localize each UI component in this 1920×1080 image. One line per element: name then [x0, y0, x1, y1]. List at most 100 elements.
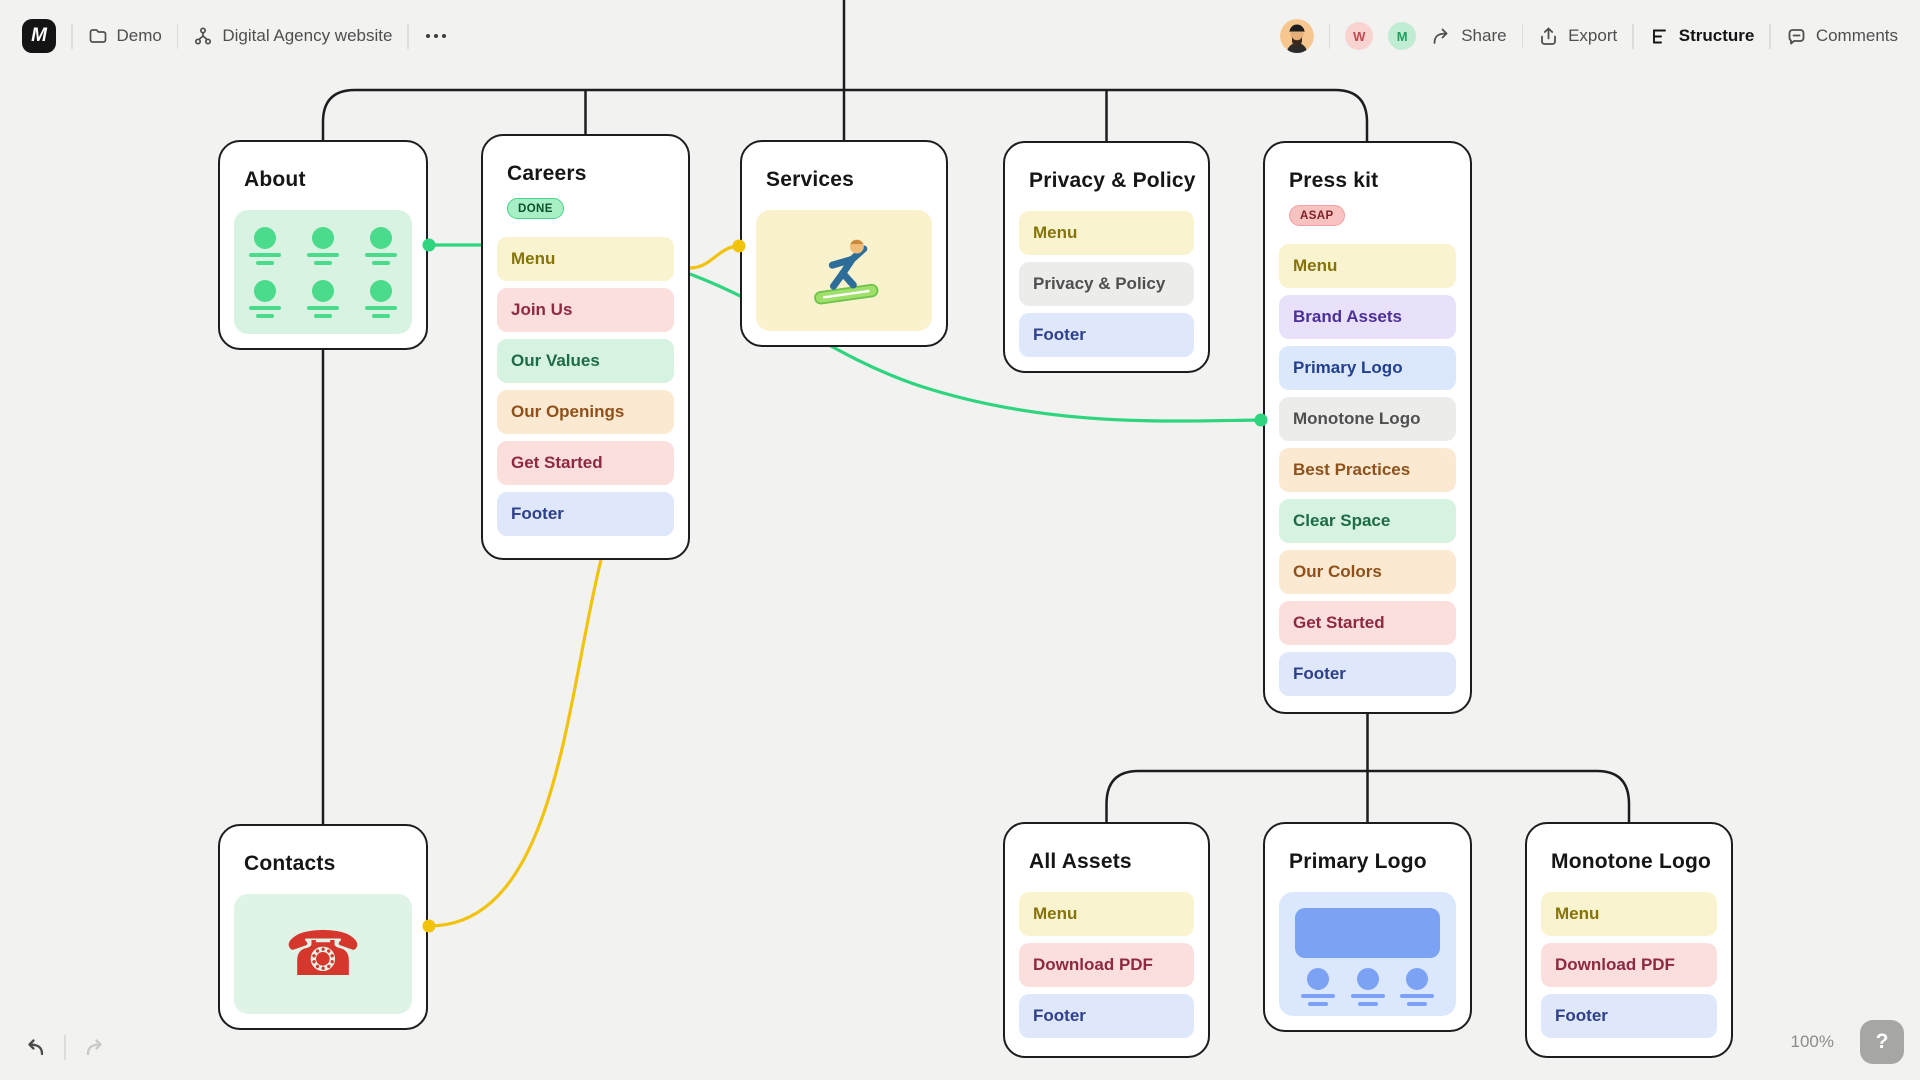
help-label: ? — [1875, 1030, 1889, 1053]
divider — [64, 1034, 66, 1060]
folder-icon — [89, 29, 106, 43]
collaborator-avatar-w[interactable]: W — [1345, 22, 1374, 50]
card-privacy-policy[interactable]: Privacy & Policy Menu Privacy & Policy F… — [1003, 141, 1210, 373]
logo-hero-shape — [1295, 908, 1440, 958]
card-monotone-logo[interactable]: Monotone Logo Menu Download PDF Footer — [1525, 822, 1733, 1058]
logo-column-glyph — [1301, 968, 1335, 1006]
logo-placeholder — [1279, 892, 1456, 1016]
node-item[interactable]: Download PDF — [1541, 943, 1717, 987]
card-title: Privacy & Policy — [1029, 169, 1196, 192]
sitemap-selector[interactable]: Digital Agency website — [193, 26, 392, 46]
card-careers[interactable]: Careers DONE Menu Join Us Our Values Our… — [481, 134, 690, 560]
card-about[interactable]: About — [218, 140, 428, 350]
node-item[interactable]: Menu — [1019, 211, 1194, 255]
card-title: Press kit — [1289, 169, 1379, 192]
structure-button[interactable]: Structure — [1649, 26, 1755, 47]
node-item[interactable]: Monotone Logo — [1279, 397, 1456, 441]
card-all-assets[interactable]: All Assets Menu Download PDF Footer — [1003, 822, 1210, 1058]
app-logo[interactable]: M — [22, 19, 56, 53]
node-item[interactable]: Get Started — [497, 441, 674, 485]
node-item[interactable]: Our Colors — [1279, 550, 1456, 594]
node-item[interactable]: Footer — [497, 492, 674, 536]
node-item[interactable]: Menu — [1019, 892, 1194, 936]
logo-column-glyph — [1400, 968, 1434, 1006]
card-title: About — [244, 168, 306, 191]
card-services[interactable]: Services — [740, 140, 948, 347]
card-items: Menu Download PDF Footer — [1019, 892, 1194, 1038]
node-item[interactable]: Download PDF — [1019, 943, 1194, 987]
project-selector[interactable]: Demo — [88, 26, 162, 46]
card-title: All Assets — [1029, 850, 1132, 873]
node-item[interactable]: Menu — [1541, 892, 1717, 936]
comments-label: Comments — [1815, 26, 1898, 45]
card-items: Menu Join Us Our Values Our Openings Get… — [497, 237, 674, 536]
structure-label: Structure — [1678, 26, 1755, 45]
undo-icon — [28, 1039, 44, 1056]
card-title: Contacts — [244, 852, 336, 875]
node-item[interactable]: Footer — [1279, 652, 1456, 696]
sitemap-icon — [195, 27, 212, 45]
node-item[interactable]: Primary Logo — [1279, 346, 1456, 390]
node-item[interactable]: Footer — [1019, 313, 1194, 357]
node-item[interactable]: Brand Assets — [1279, 295, 1456, 339]
node-item[interactable]: Clear Space — [1279, 499, 1456, 543]
divider — [176, 23, 179, 49]
structure-icon — [1652, 29, 1666, 43]
tree-line-top-row — [321, 88, 1369, 141]
person-glyph — [249, 279, 281, 318]
connector-careers-contacts[interactable] — [428, 559, 603, 928]
export-button[interactable]: Export — [1538, 26, 1617, 47]
node-item[interactable]: Footer — [1541, 994, 1717, 1038]
logo-columns — [1301, 968, 1434, 1006]
person-glyph — [365, 279, 397, 318]
status-badge: DONE — [507, 198, 564, 219]
undo-button[interactable] — [22, 1034, 48, 1060]
person-glyph — [307, 279, 339, 318]
card-press-kit[interactable]: Press kit ASAP Menu Brand Assets Primary… — [1263, 141, 1472, 714]
project-name: Demo — [116, 26, 162, 45]
surfer-icon — [814, 239, 879, 304]
help-button[interactable]: ? — [1860, 1020, 1904, 1064]
node-item[interactable]: Menu — [1279, 244, 1456, 288]
redo-button[interactable] — [82, 1034, 108, 1060]
card-contacts[interactable]: Contacts ☎ — [218, 824, 428, 1030]
node-item[interactable]: Best Practices — [1279, 448, 1456, 492]
user-avatar[interactable] — [1279, 19, 1314, 53]
share-button[interactable]: Share — [1431, 26, 1507, 47]
more-menu-button[interactable] — [424, 30, 448, 42]
surfer-illustration — [756, 210, 932, 331]
divider — [407, 23, 409, 49]
tree-line-bottom-row — [1105, 769, 1631, 822]
export-icon — [1541, 27, 1556, 45]
team-placeholder — [234, 210, 412, 334]
share-icon — [1433, 28, 1448, 44]
card-title: Primary Logo — [1289, 850, 1427, 873]
export-label: Export — [1568, 26, 1618, 45]
avatar-image — [1279, 19, 1314, 53]
person-glyph — [249, 226, 281, 265]
node-item[interactable]: Our Openings — [497, 390, 674, 434]
divider — [1521, 23, 1524, 49]
divider — [1328, 23, 1331, 49]
app-logo-letter: M — [31, 25, 47, 46]
zoom-level[interactable]: 100% — [1790, 1032, 1834, 1051]
collaborator-initial: W — [1353, 28, 1366, 44]
card-primary-logo[interactable]: Primary Logo — [1263, 822, 1472, 1032]
node-item[interactable]: Get Started — [1279, 601, 1456, 645]
comments-button[interactable]: Comments — [1786, 26, 1898, 47]
node-item[interactable]: Menu — [497, 237, 674, 281]
divider — [1632, 23, 1634, 49]
node-item[interactable]: Privacy & Policy — [1019, 262, 1194, 306]
collaborator-avatar-m[interactable]: M — [1388, 22, 1417, 50]
top-toolbar: M Demo Digital Agency website — [0, 0, 1920, 72]
logo-column-glyph — [1350, 968, 1385, 1006]
connector-careers-services[interactable] — [689, 244, 741, 270]
node-item[interactable]: Footer — [1019, 994, 1194, 1038]
person-glyph — [365, 226, 397, 265]
card-items: Menu Brand Assets Primary Logo Monotone … — [1279, 244, 1456, 696]
collaborator-initial: M — [1396, 28, 1408, 44]
node-item[interactable]: Our Values — [497, 339, 674, 383]
node-item[interactable]: Join Us — [497, 288, 674, 332]
redo-icon — [86, 1039, 102, 1056]
